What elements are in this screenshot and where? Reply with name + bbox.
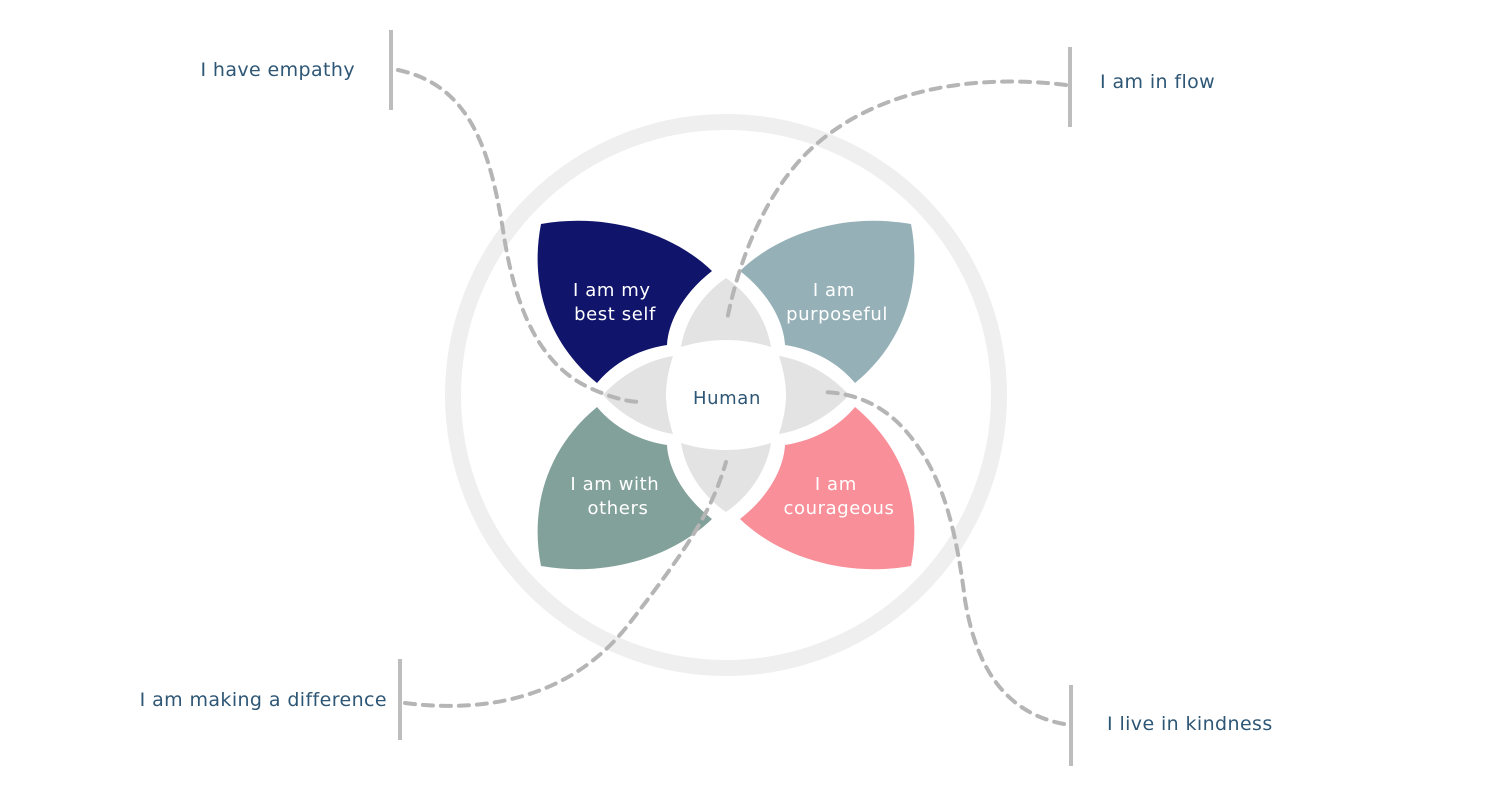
label-kindness: I live in kindness: [1107, 713, 1273, 735]
label-flow: I am in flow: [1100, 71, 1216, 93]
petal-shape: [740, 407, 915, 570]
petal-label-line1: I am: [813, 280, 855, 301]
connector-kindness: [818, 390, 1066, 726]
petal-label-line2: courageous: [783, 498, 894, 519]
petal-label-line2: others: [588, 498, 649, 519]
lens-right: [779, 356, 849, 434]
petal-courageous[interactable]: I am courageous: [740, 407, 915, 570]
center-disc: [672, 341, 780, 449]
lens-left: [603, 356, 673, 434]
label-empathy: I have empathy: [200, 59, 355, 81]
svg-text:I am with others: I am with others: [570, 474, 665, 519]
lens-bottom: [681, 443, 771, 512]
petal-label-line1: I am my: [573, 280, 651, 301]
label-difference: I am making a difference: [139, 689, 387, 711]
petal-label-line2: best self: [574, 304, 656, 325]
connector-empathy: [396, 68, 644, 404]
lens-top: [681, 278, 771, 347]
petal-label-line1: I am: [815, 474, 857, 495]
svg-text:I am my best self: I am my best self: [573, 280, 657, 325]
connector-difference: [403, 460, 728, 708]
petal-label-line2: purposeful: [786, 304, 888, 325]
connectors: [396, 68, 1068, 726]
petal-with-others[interactable]: I am with others: [537, 407, 712, 570]
petal-shape: [537, 220, 712, 383]
connector-flow: [725, 79, 1068, 322]
petal-label-line1: I am with: [570, 474, 659, 495]
label-bars: [389, 30, 1073, 766]
outer-ring: [445, 114, 1007, 676]
svg-text:I am courageous: I am courageous: [783, 474, 894, 519]
petal-shape: [740, 220, 915, 383]
center-group: Human: [603, 278, 849, 512]
petal-purposeful[interactable]: I am purposeful: [740, 220, 915, 383]
svg-text:I am purposeful: I am purposeful: [786, 280, 888, 325]
petal-best-self[interactable]: I am my best self: [537, 220, 712, 383]
center-label: Human: [693, 388, 761, 409]
petal-shape: [537, 407, 712, 570]
